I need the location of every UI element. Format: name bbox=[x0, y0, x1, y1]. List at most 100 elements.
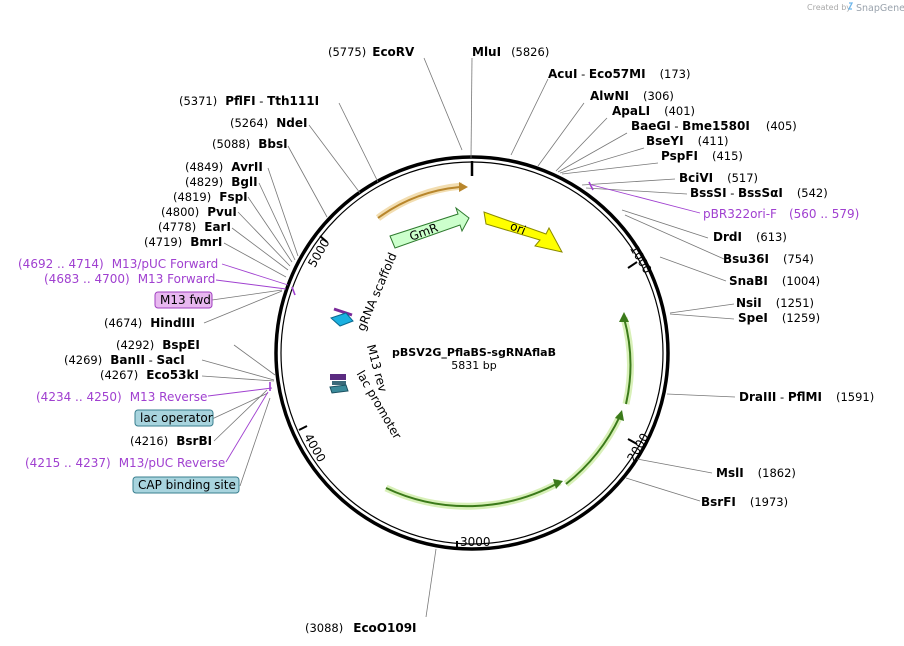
svg-text:BseYI(411): BseYI(411) bbox=[646, 134, 729, 148]
lac-operator-mini-feature bbox=[332, 381, 346, 385]
enzyme-pos-eari: (4778) bbox=[158, 220, 196, 234]
svg-text:MluI(5826): MluI(5826) bbox=[472, 45, 549, 59]
enzyme-pos-pvui: (4800) bbox=[161, 205, 199, 219]
primer-range-m13-forward: (4683 .. 4700) bbox=[44, 272, 130, 286]
tick-label-1000: 1000 bbox=[627, 243, 654, 276]
enzyme-nsii: NsiI bbox=[736, 296, 762, 310]
enzyme-pos-baegi: (405) bbox=[766, 119, 797, 133]
enzyme-baegi: BaeGI bbox=[631, 119, 671, 133]
lac-operator-box[interactable] bbox=[134, 409, 214, 427]
svg-text:PspFI(415): PspFI (415) bbox=[661, 149, 743, 163]
lac-promoter-mini-feature bbox=[329, 384, 349, 394]
svg-text:MslI(1862): MslI(1862) bbox=[716, 466, 796, 480]
primer-pbr322ori-f: pBR322ori-F bbox=[703, 207, 777, 221]
enzyme-pos-ndei: (5264) bbox=[230, 116, 268, 130]
svg-text:BaeGI - Bme1580I(405): BaeGI - Bme1580I(405) bbox=[631, 119, 797, 133]
enzyme-eco57mi: Eco57MI bbox=[589, 67, 646, 81]
enzyme-pos-pflfi: (5371) bbox=[179, 94, 217, 108]
svg-text:(4849)AvrII: (4849)AvrII bbox=[185, 160, 263, 174]
enzyme-ndei: NdeI bbox=[276, 116, 307, 130]
enzyme-bme1580i: Bme1580I bbox=[682, 119, 750, 133]
svg-text:(4778)EarI: (4778) EarI bbox=[158, 220, 231, 234]
enzyme-drdi: DrdI bbox=[713, 230, 742, 244]
cap-binding-site-box[interactable] bbox=[132, 476, 240, 494]
gmr-feature[interactable] bbox=[389, 206, 470, 249]
enzyme-hindiii: HindIII bbox=[150, 316, 195, 330]
enzyme-ecorv: EcoRV bbox=[372, 45, 415, 59]
enzyme-pos-bspei: (4292) bbox=[116, 338, 154, 352]
enzyme-pos-bsu36i: (754) bbox=[783, 252, 814, 266]
enzyme-pflfi: PflFI bbox=[225, 94, 255, 108]
enzyme-bseyi: BseYI bbox=[646, 134, 684, 148]
enzyme-pos-hindiii: (4674) bbox=[104, 316, 142, 330]
enzyme-bsu36i: Bsu36I bbox=[723, 252, 769, 266]
grna-scaffold-feature[interactable] bbox=[330, 312, 354, 327]
enzyme-pos-bcivi: (517) bbox=[727, 171, 758, 185]
primer-leader-lines bbox=[207, 184, 701, 463]
primer-range-m13-reverse: (4234 .. 4250) bbox=[36, 390, 122, 404]
ori-feature[interactable] bbox=[483, 211, 563, 253]
enzyme-pos-banii: (4269) bbox=[64, 353, 102, 367]
enzyme-pos-bsssi: (542) bbox=[797, 186, 828, 200]
feature-arc-orange-glow bbox=[375, 182, 463, 221]
enzyme-draiii: DraIII bbox=[739, 390, 776, 404]
enzyme-fspi: FspI bbox=[219, 190, 247, 204]
enzyme-eari: EarI bbox=[204, 220, 231, 234]
svg-text:(4216)BsrBI: (4216)BsrBI bbox=[130, 434, 212, 448]
grna-scaffold-label: gRNA scaffold bbox=[354, 251, 400, 334]
plasmid-size: 5831 bp bbox=[451, 359, 496, 372]
enzyme-pos-nsii: (1251) bbox=[776, 296, 814, 310]
backbone-outer bbox=[274, 155, 670, 551]
plasmid-name: pBSV2G_PflaBS-sgRNAflaB bbox=[392, 346, 556, 359]
enzyme-pos-avrii: (4849) bbox=[185, 160, 223, 174]
enzyme-pspfi: PspFI bbox=[661, 149, 698, 163]
svg-text:(4819)FspI: (4819)FspI bbox=[173, 190, 248, 204]
svg-text:(4719)BmrI: (4719) BmrI bbox=[144, 235, 222, 249]
enzyme-banii: BanII bbox=[110, 353, 145, 367]
svg-text:(4829)BglI: (4829) BglI bbox=[185, 175, 258, 189]
svg-text:SpeI(1259): SpeI (1259) bbox=[738, 311, 820, 325]
m13-fwd-label: M13 fwd bbox=[160, 293, 211, 307]
cap-binding-site-label: CAP binding site bbox=[138, 478, 236, 492]
enzyme-bgli: BglI bbox=[231, 175, 257, 189]
enzyme-pos-bmri: (4719) bbox=[144, 235, 182, 249]
enzyme-pos-pspfi: (415) bbox=[712, 149, 743, 163]
svg-text:DraIII - PflMI(1591): DraIII - PflMI(1591) bbox=[739, 390, 874, 404]
enzyme-pos-bgli: (4829) bbox=[185, 175, 223, 189]
svg-text:(5088)BbsI: (5088)BbsI bbox=[212, 137, 288, 151]
enzyme-pos-acui: (173) bbox=[660, 67, 691, 81]
enzyme-bsrfi: BsrFI bbox=[701, 495, 736, 509]
svg-text:(4683 .. 4700)M13 Forward: (4683 .. 4700)M13 Forward bbox=[44, 272, 215, 286]
gmr-label: GmR bbox=[408, 221, 440, 244]
feature-arc-orange bbox=[377, 186, 461, 219]
svg-text:pBR322ori-F(560 .. 579): pBR322ori-F(560 .. 579) bbox=[703, 207, 859, 221]
svg-text:(4269)BanII - SacI: (4269)BanII - SacI bbox=[64, 353, 185, 367]
svg-text:(4292)BspEI: (4292)BspEI bbox=[116, 338, 200, 352]
enzyme-bcivi: BciVI bbox=[679, 171, 713, 185]
green1-arrowhead-icon bbox=[553, 479, 563, 489]
enzyme-bmri: BmrI bbox=[190, 235, 222, 249]
svg-text:BsrFI(1973): BsrFI (1973) bbox=[701, 495, 788, 509]
enzyme-pos-bsrbi: (4216) bbox=[130, 434, 168, 448]
green2-arrowhead-icon bbox=[615, 410, 624, 421]
enzyme-bbsi: BbsI bbox=[258, 137, 287, 151]
enzyme-pos-ecorv: (5775) bbox=[328, 45, 366, 59]
enzyme-bsssi: BssSI bbox=[690, 186, 727, 200]
enzyme-pos-bsrfi: (1973) bbox=[750, 495, 788, 509]
enzyme-pos-spei: (1259) bbox=[782, 311, 820, 325]
enzyme-apali: ApaLI bbox=[612, 104, 650, 118]
enzyme-pos-mlui: (5826) bbox=[511, 45, 549, 59]
m13-rev-mini-feature bbox=[330, 374, 346, 380]
feature-arc-green2-glow bbox=[563, 414, 624, 487]
svg-text:(4267)Eco53kI: (4267)Eco53kI bbox=[100, 368, 199, 382]
enzyme-alwni: AlwNI bbox=[590, 89, 629, 103]
m13-fwd-box[interactable] bbox=[154, 291, 213, 309]
svg-text:Bsu36I(754): Bsu36I (754) bbox=[723, 252, 814, 266]
enzyme-pos-drdi: (613) bbox=[756, 230, 787, 244]
svg-text:DrdI(613): DrdI (613) bbox=[713, 230, 787, 244]
svg-text:AlwNI(306): AlwNI(306) bbox=[590, 89, 674, 103]
enzyme-pos-apali: (401) bbox=[664, 104, 695, 118]
enzyme-spei: SpeI bbox=[738, 311, 768, 325]
tick-label-3000: 3000 bbox=[460, 535, 491, 549]
